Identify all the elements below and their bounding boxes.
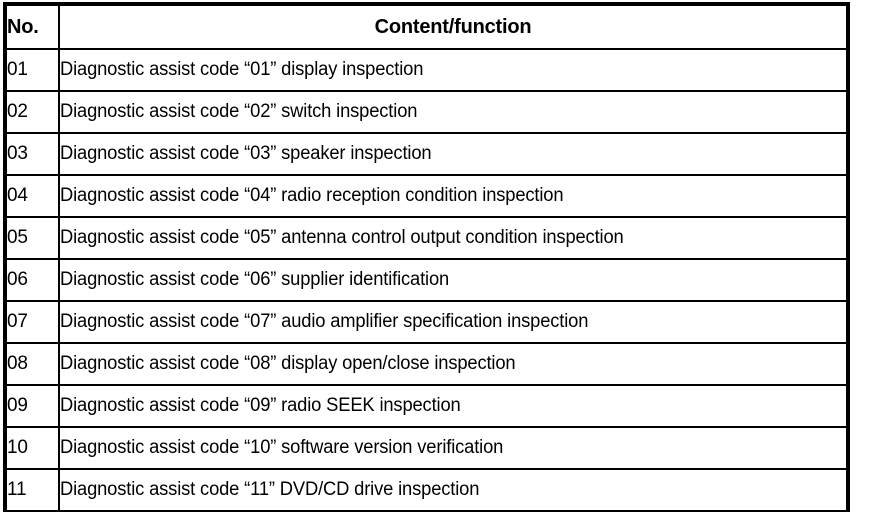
- table-row: 03 Diagnostic assist code “03” speaker i…: [7, 133, 846, 176]
- cell-content-text: Diagnostic assist code “08” display open…: [60, 353, 516, 374]
- table-row: 11 Diagnostic assist code “11” DVD/CD dr…: [7, 469, 846, 510]
- cell-content: Diagnostic assist code “05” antenna cont…: [59, 217, 846, 260]
- diagnostic-code-table: No. Content/function 01 Diagnostic assis…: [7, 6, 846, 510]
- cell-no: 02: [7, 91, 60, 134]
- cell-content-text: Diagnostic assist code “11” DVD/CD drive…: [60, 479, 480, 500]
- table-row: 04 Diagnostic assist code “04” radio rec…: [7, 175, 846, 218]
- cell-no: 01: [7, 49, 60, 92]
- table-row: 05 Diagnostic assist code “05” antenna c…: [7, 217, 846, 260]
- cell-content-text: Diagnostic assist code “06” supplier ide…: [60, 269, 450, 290]
- table-header: No. Content/function: [7, 6, 846, 50]
- cell-no: 05: [7, 217, 60, 260]
- cell-content: Diagnostic assist code “08” display open…: [59, 343, 846, 386]
- column-header-no: No.: [7, 6, 60, 50]
- cell-content-text: Diagnostic assist code “01” display insp…: [60, 59, 424, 80]
- cell-no: 07: [7, 301, 60, 344]
- cell-content-text: Diagnostic assist code “05” antenna cont…: [60, 227, 624, 248]
- table-row: 06 Diagnostic assist code “06” supplier …: [7, 259, 846, 302]
- column-header-content-function: Content/function: [59, 6, 846, 50]
- cell-content: Diagnostic assist code “01” display insp…: [59, 49, 846, 92]
- cell-content-text: Diagnostic assist code “02” switch inspe…: [60, 101, 418, 122]
- table-body: 01 Diagnostic assist code “01” display i…: [7, 49, 846, 510]
- cell-no: 09: [7, 385, 60, 428]
- cell-no: 03: [7, 133, 60, 176]
- cell-content-text: Diagnostic assist code “09” radio SEEK i…: [60, 395, 461, 416]
- diagnostic-code-table-container: No. Content/function 01 Diagnostic assis…: [3, 2, 850, 512]
- cell-content-text: Diagnostic assist code “07” audio amplif…: [60, 311, 589, 332]
- table-row: 09 Diagnostic assist code “09” radio SEE…: [7, 385, 846, 428]
- cell-content: Diagnostic assist code “10” software ver…: [59, 427, 846, 470]
- cell-no: 11: [7, 469, 60, 510]
- cell-no: 04: [7, 175, 60, 218]
- cell-no: 06: [7, 259, 60, 302]
- table-row: 02 Diagnostic assist code “02” switch in…: [7, 91, 846, 134]
- table-row: 01 Diagnostic assist code “01” display i…: [7, 49, 846, 92]
- cell-content: Diagnostic assist code “03” speaker insp…: [59, 133, 846, 176]
- cell-content: Diagnostic assist code “06” supplier ide…: [59, 259, 846, 302]
- cell-content: Diagnostic assist code “04” radio recept…: [59, 175, 846, 218]
- cell-content-text: Diagnostic assist code “10” software ver…: [60, 437, 504, 458]
- cell-content: Diagnostic assist code “07” audio amplif…: [59, 301, 846, 344]
- cell-content-text: Diagnostic assist code “04” radio recept…: [60, 185, 564, 206]
- table-row: 10 Diagnostic assist code “10” software …: [7, 427, 846, 470]
- cell-no: 08: [7, 343, 60, 386]
- cell-content: Diagnostic assist code “11” DVD/CD drive…: [59, 469, 846, 510]
- cell-content: Diagnostic assist code “09” radio SEEK i…: [59, 385, 846, 428]
- table-row: 08 Diagnostic assist code “08” display o…: [7, 343, 846, 386]
- cell-content: Diagnostic assist code “02” switch inspe…: [59, 91, 846, 134]
- table-header-row: No. Content/function: [7, 6, 846, 50]
- cell-no: 10: [7, 427, 60, 470]
- cell-content-text: Diagnostic assist code “03” speaker insp…: [60, 143, 432, 164]
- table-row: 07 Diagnostic assist code “07” audio amp…: [7, 301, 846, 344]
